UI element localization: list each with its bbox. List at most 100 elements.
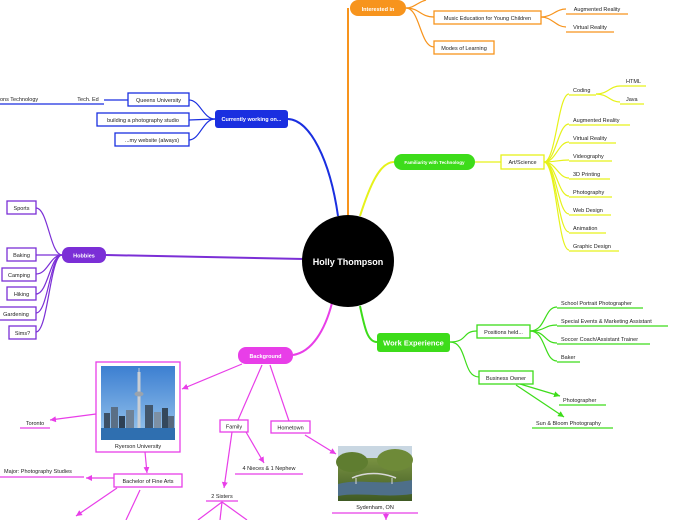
major-node[interactable]: Major: Photography Studies xyxy=(0,469,84,478)
hobbies-branch: Hobbies Sports Baking Camping Hiking Gar… xyxy=(0,200,106,340)
position-label: Soccer Coach/Assistant Trainer xyxy=(561,337,638,343)
owner-photographer[interactable]: Photographer xyxy=(559,398,606,406)
hobbies-label: Hobbies xyxy=(73,254,95,260)
interested-item-label: Music Education for Young Children xyxy=(444,16,531,22)
familiar-item-graphic[interactable]: Graphic Design xyxy=(569,244,619,252)
owner-item-label: Sun & Bloom Photography xyxy=(536,421,601,427)
familiar-item-ar[interactable]: Augmented Reality xyxy=(569,118,630,126)
work-positions-label: Positions held... xyxy=(484,330,523,336)
hobby-label: Gardening xyxy=(3,312,29,318)
working-tech-sub[interactable]: ons Technology xyxy=(0,97,46,105)
familiar-item-web[interactable]: Web Design xyxy=(569,208,611,216)
position-soccer[interactable]: Soccer Coach/Assistant Trainer xyxy=(557,337,650,345)
work-branch: Work Experience Positions held... Busine… xyxy=(377,301,668,429)
degree-node[interactable]: Bachelor of Fine Arts xyxy=(113,473,183,488)
familiar-item-label: Photography xyxy=(573,190,604,196)
connectors xyxy=(35,0,621,520)
hometown-node[interactable]: Hometown xyxy=(270,420,311,434)
work-label: Work Experience xyxy=(383,339,444,348)
interested-node[interactable]: Interested in xyxy=(350,0,406,16)
working-node[interactable]: Currently working on... xyxy=(215,110,288,128)
working-item-label: building a photography studio xyxy=(107,118,179,124)
university-node[interactable]: Ryerson University xyxy=(95,361,181,453)
interested-label: Interested in xyxy=(362,7,395,13)
hometown-label: Hometown xyxy=(277,426,303,432)
hobby-label: Sports xyxy=(14,206,30,212)
coding-item-java[interactable]: Java xyxy=(620,97,644,105)
sisters-node[interactable]: 2 Sisters xyxy=(206,494,238,502)
toronto-label: Toronto xyxy=(26,421,44,427)
position-label: Baker xyxy=(561,355,576,361)
position-portrait[interactable]: School Portrait Photographer xyxy=(557,301,643,309)
coding-item-html[interactable]: HTML xyxy=(620,79,646,87)
familiar-item-photography[interactable]: Photography xyxy=(569,190,612,198)
familiar-item-label: Graphic Design xyxy=(573,244,611,250)
interested-sub-ar[interactable]: Augmented Reality xyxy=(566,7,628,15)
hobby-label: Sims? xyxy=(15,331,30,337)
familiar-item-label: Web Design xyxy=(573,208,603,214)
nieces-label: 4 Nieces & 1 Nephew xyxy=(243,466,296,472)
working-item-queens[interactable]: Queens University xyxy=(127,92,190,107)
hobby-baking[interactable]: Baking xyxy=(6,247,37,262)
position-label: School Portrait Photographer xyxy=(561,301,632,307)
family-node[interactable]: Family xyxy=(219,419,249,433)
hobby-label: Hiking xyxy=(14,292,29,298)
nieces-node[interactable]: 4 Nieces & 1 Nephew xyxy=(235,466,303,475)
familiar-item-label: 3D Printing xyxy=(573,172,600,178)
working-item-website[interactable]: ...my website (always) xyxy=(114,132,190,147)
toronto-node[interactable]: Toronto xyxy=(20,421,50,429)
hobby-gardening[interactable]: Gardening xyxy=(0,306,37,321)
familiar-item-3d[interactable]: 3D Printing xyxy=(569,172,610,180)
university-label: Ryerson University xyxy=(115,444,161,450)
familiar-item-coding[interactable]: Coding xyxy=(569,88,596,96)
familiar-item-label: Coding xyxy=(573,88,590,94)
background-node[interactable]: Background xyxy=(238,347,293,364)
hobby-hiking[interactable]: Hiking xyxy=(6,286,37,301)
coding-item-label: Java xyxy=(626,97,639,103)
familiar-item-label: Virtual Reality xyxy=(573,136,607,142)
interested-sub-label: Augmented Reality xyxy=(574,7,621,13)
familiar-item-label: Videography xyxy=(573,154,604,160)
hobbies-node[interactable]: Hobbies xyxy=(62,247,106,263)
hobby-camping[interactable]: Camping xyxy=(1,267,37,282)
familiar-node[interactable]: Familiarity with Technology xyxy=(394,154,475,170)
familiar-hub[interactable]: Art/Science xyxy=(500,154,545,170)
working-tech-label: Tech. Ed xyxy=(77,97,98,103)
interested-item-modes[interactable]: Modes of Learning xyxy=(433,40,495,55)
position-events[interactable]: Special Events & Marketing Assistant xyxy=(557,319,668,327)
work-node[interactable]: Work Experience xyxy=(377,333,450,352)
working-tech-ed[interactable]: Tech. Ed xyxy=(72,97,104,105)
hobby-label: Baking xyxy=(13,253,30,259)
familiar-item-label: Augmented Reality xyxy=(573,118,620,124)
central-topic-label: Holly Thompson xyxy=(313,257,384,267)
working-branch: Currently working on... Queens Universit… xyxy=(0,92,288,147)
interested-item-music[interactable]: Music Education for Young Children xyxy=(433,10,542,25)
work-positions-node[interactable]: Positions held... xyxy=(476,324,531,339)
central-topic[interactable]: Holly Thompson xyxy=(302,215,394,307)
interested-sub-label: Virtual Reality xyxy=(573,25,607,31)
degree-label: Bachelor of Fine Arts xyxy=(122,479,173,485)
owner-sun-bloom[interactable]: Sun & Bloom Photography xyxy=(532,421,613,429)
interested-sub-vr[interactable]: Virtual Reality xyxy=(566,25,614,33)
familiar-item-videography[interactable]: Videography xyxy=(569,154,612,162)
familiar-item-animation[interactable]: Animation xyxy=(569,226,606,234)
working-item-studio[interactable]: building a photography studio xyxy=(96,112,190,127)
family-label: Family xyxy=(226,425,242,431)
familiar-item-vr[interactable]: Virtual Reality xyxy=(569,136,616,144)
familiar-branch: Familiarity with Technology Art/Science … xyxy=(394,79,646,252)
work-owner-node[interactable]: Business Owner xyxy=(478,370,534,385)
position-baker[interactable]: Baker xyxy=(557,355,580,363)
sydenham-park-image xyxy=(336,446,413,501)
familiar-hub-label: Art/Science xyxy=(508,160,536,166)
major-label: Major: Photography Studies xyxy=(4,469,72,475)
toronto-skyline-image xyxy=(101,366,175,440)
hobby-sims[interactable]: Sims? xyxy=(8,325,37,340)
working-item-label: Queens University xyxy=(136,98,181,104)
familiar-label: Familiarity with Technology xyxy=(404,160,465,165)
hobby-sports[interactable]: Sports xyxy=(6,200,37,215)
town-label: Sydenham, ON xyxy=(356,505,394,511)
work-owner-label: Business Owner xyxy=(486,376,526,382)
hobby-label: Camping xyxy=(8,273,30,279)
town-node[interactable]: Sydenham, ON xyxy=(332,446,418,514)
